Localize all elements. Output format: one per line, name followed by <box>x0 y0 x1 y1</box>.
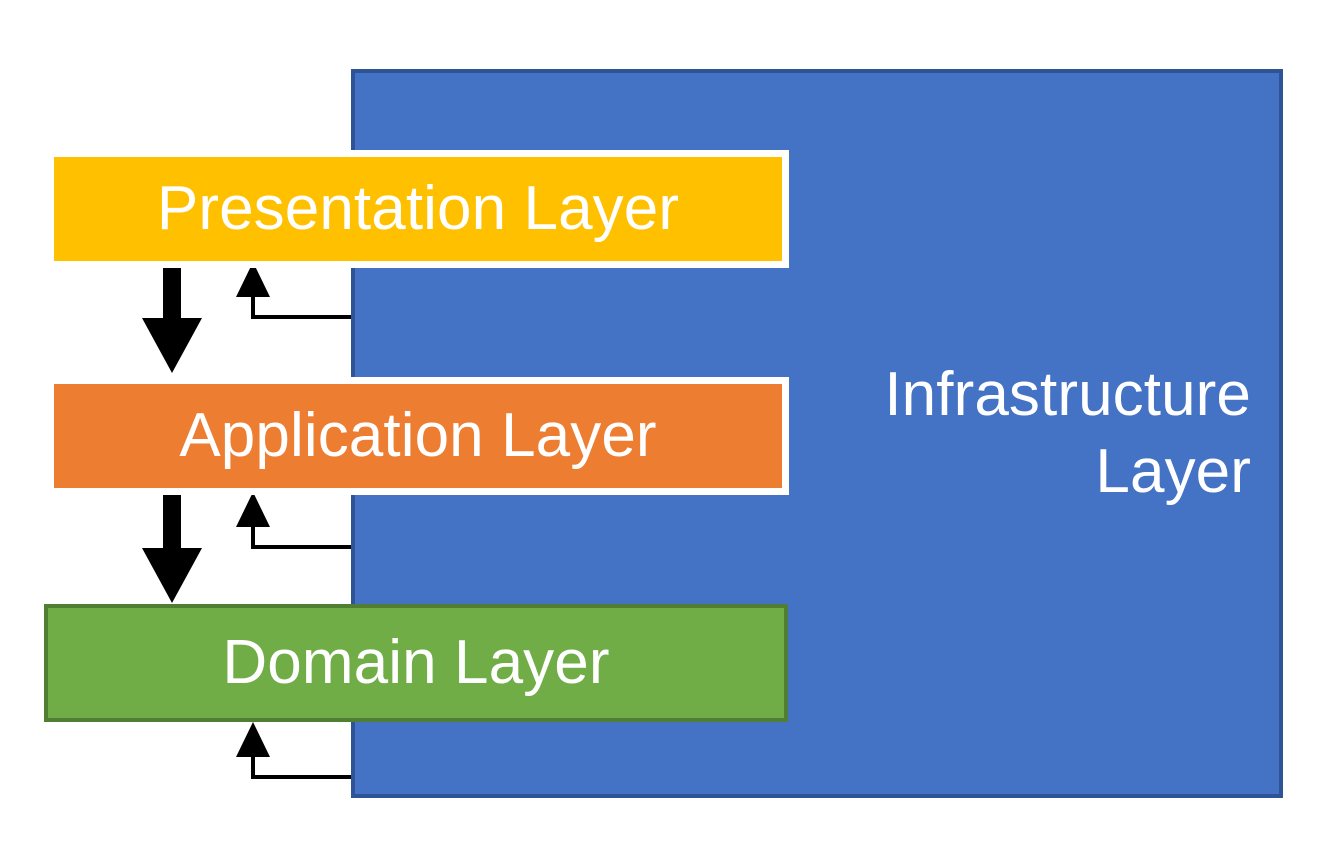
application-layer-label: Application Layer <box>179 401 657 470</box>
presentation-layer-box[interactable]: Presentation Layer <box>47 150 789 268</box>
infrastructure-to-application-arrow-icon <box>236 492 351 549</box>
presentation-to-application-arrow-icon <box>142 264 202 373</box>
domain-layer-box[interactable]: Domain Layer <box>44 604 788 722</box>
presentation-layer-label: Presentation Layer <box>156 174 680 243</box>
application-to-domain-arrow-icon <box>142 494 202 603</box>
application-layer-box[interactable]: Application Layer <box>47 377 789 495</box>
domain-layer-label: Domain Layer <box>222 628 610 697</box>
infrastructure-layer-label-line-1: Infrastructure <box>884 359 1251 429</box>
infrastructure-layer-label-line-2: Layer <box>1095 436 1251 506</box>
infrastructure-to-domain-arrow-icon <box>236 722 351 779</box>
infrastructure-to-presentation-arrow-icon <box>236 262 351 319</box>
